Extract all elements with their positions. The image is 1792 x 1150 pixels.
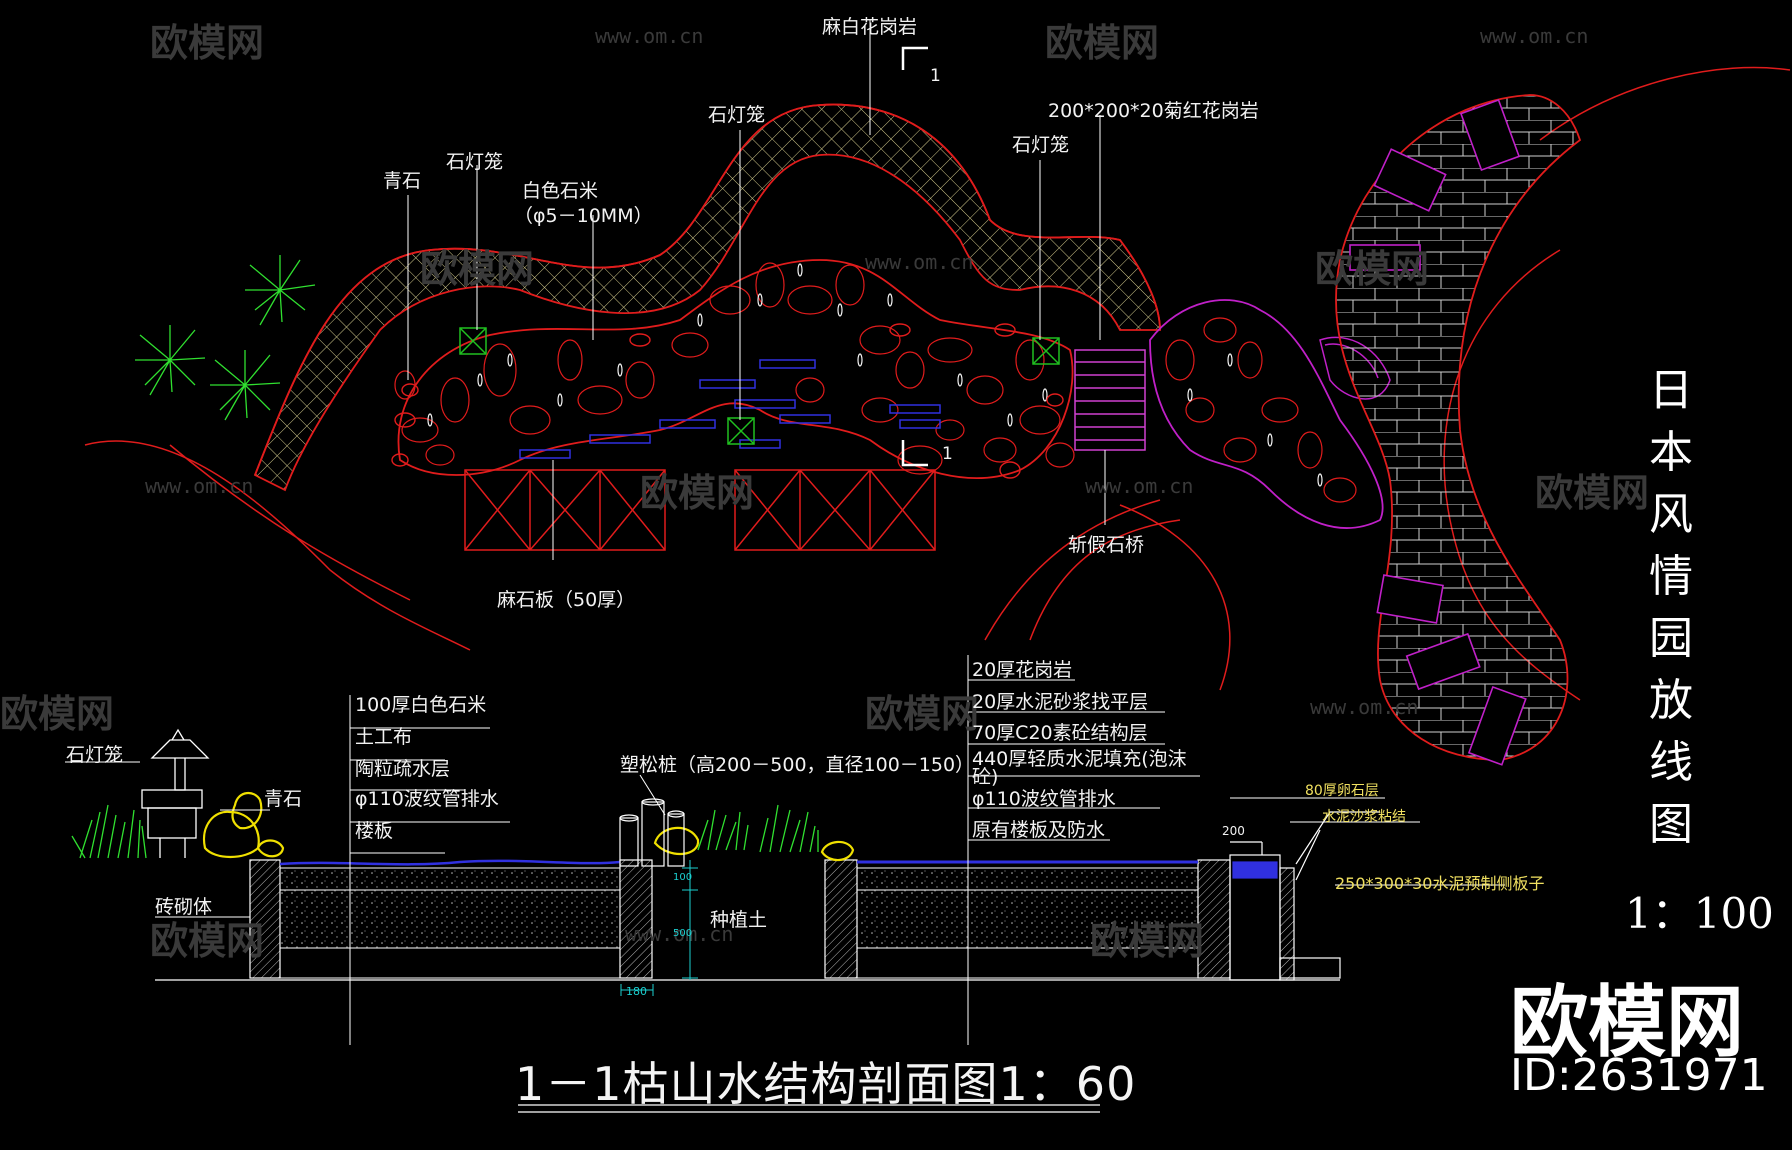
- watermark: 欧模网: [1045, 21, 1160, 65]
- right-layer: φ110波纹管排水: [972, 788, 1116, 810]
- plan-scale: 1：100: [1625, 889, 1774, 938]
- label-red-granite: 200*200*20菊红花岗岩: [1048, 100, 1259, 122]
- label-pebble-size: （φ5－10MM）: [514, 205, 653, 227]
- left-layer: 土工布: [355, 726, 413, 748]
- watermark-url: www.om.cn: [1480, 24, 1589, 48]
- label-granite-white: 麻白花岗岩: [822, 16, 918, 38]
- label-fake-bridge: 斩假石桥: [1068, 534, 1145, 556]
- lantern-markers: [459, 327, 1060, 445]
- watermark-url: www.om.cn: [145, 474, 254, 498]
- label-white-pebble: 白色石米: [522, 180, 599, 202]
- plan-view: [84, 20, 1791, 766]
- section-mark-top: 1: [930, 66, 941, 86]
- plan-plants: [135, 255, 316, 421]
- dim-500: 500: [673, 928, 693, 939]
- section-title: 1－1枯山水结构剖面图1：60: [515, 1057, 1137, 1111]
- label-section-lantern: 石灯笼: [66, 744, 124, 766]
- plan-title-char: 本: [1649, 427, 1693, 478]
- left-layer: 陶粒疏水层: [355, 758, 451, 780]
- label-lantern-right: 石灯笼: [1012, 134, 1070, 156]
- label-brick: 砖砌体: [155, 896, 213, 918]
- left-layer: 楼板: [355, 820, 394, 842]
- brand-id: ID:2631971: [1510, 1050, 1768, 1101]
- watermark: 欧模网: [1315, 247, 1430, 291]
- section-grass: [71, 804, 819, 859]
- plan-title-char: 图: [1649, 799, 1693, 850]
- plan-title-char: 园: [1649, 613, 1693, 664]
- watermark: 欧模网: [420, 247, 535, 291]
- section-markers: [901, 46, 928, 467]
- watermark-url: www.om.cn: [625, 922, 734, 946]
- label-lantern-top: 石灯笼: [708, 104, 766, 126]
- label-stone-slab: 麻石板（50厚）: [497, 589, 636, 611]
- dimension-lines: [620, 860, 698, 996]
- label-pine-stake: 塑松桩（高200－500，直径100－150）: [620, 754, 975, 776]
- right-layer: 20厚水泥砂浆找平层: [972, 691, 1149, 713]
- right-layer: 70厚C20素砼结构层: [972, 722, 1148, 744]
- label-cobble: 80厚卵石层: [1305, 783, 1379, 799]
- plan-title-char: 放: [1649, 675, 1693, 726]
- section-mark-bottom: 1: [942, 444, 953, 464]
- watermark: 欧模网: [640, 471, 755, 515]
- granite-bridge: [1074, 349, 1146, 451]
- watermark: 欧模网: [1090, 919, 1205, 963]
- watermark: 欧模网: [150, 21, 265, 65]
- label-lantern-left: 石灯笼: [446, 151, 504, 173]
- right-layer: 原有楼板及防水: [972, 819, 1106, 841]
- watermark-url: www.om.cn: [595, 24, 704, 48]
- watermark: 欧模网: [1535, 471, 1650, 515]
- watermark-url: www.om.cn: [865, 250, 974, 274]
- label-blue-stone: 青石: [383, 170, 422, 192]
- label-section-blue-stone: 青石: [264, 788, 303, 810]
- watermark: 欧模网: [150, 919, 265, 963]
- plan-title-char: 风: [1649, 489, 1693, 540]
- dim-100: 100: [673, 872, 693, 883]
- plan-title-char: 情: [1649, 551, 1693, 602]
- watermark: 欧模网: [865, 692, 980, 736]
- left-layer: φ110波纹管排水: [355, 788, 499, 810]
- yellow-stones: [202, 792, 855, 862]
- watermark: 欧模网: [0, 692, 115, 736]
- section-view: [65, 655, 1505, 1113]
- watermark-url: www.om.cn: [1310, 695, 1419, 719]
- plan-title: 日 本 风 情 园 放 线 图: [1648, 360, 1694, 856]
- label-planting-soil: 种植土: [710, 909, 768, 931]
- dim-200: 200: [1222, 824, 1245, 838]
- label-mortar: 水泥沙浆粘结: [1322, 809, 1406, 825]
- stone-slab-boxes: [464, 469, 936, 551]
- pine-stakes: [619, 798, 685, 867]
- plan-title-char: 线: [1649, 737, 1693, 788]
- curb-detail: [1229, 811, 1380, 981]
- right-layer: 440厚轻质水泥填充(泡沫砼): [972, 748, 1187, 788]
- dim-180: 180: [626, 985, 647, 998]
- watermark-url: www.om.cn: [1085, 474, 1194, 498]
- right-layer: 20厚花岗岩: [972, 659, 1073, 681]
- left-layer: 100厚白色石米: [355, 694, 487, 716]
- stone-lantern: [141, 728, 210, 858]
- label-curb: 250*300*30水泥预制侧板子: [1335, 874, 1545, 893]
- brand-logo: 欧模网: [1510, 978, 1745, 1068]
- plan-title-char: 日: [1649, 365, 1693, 416]
